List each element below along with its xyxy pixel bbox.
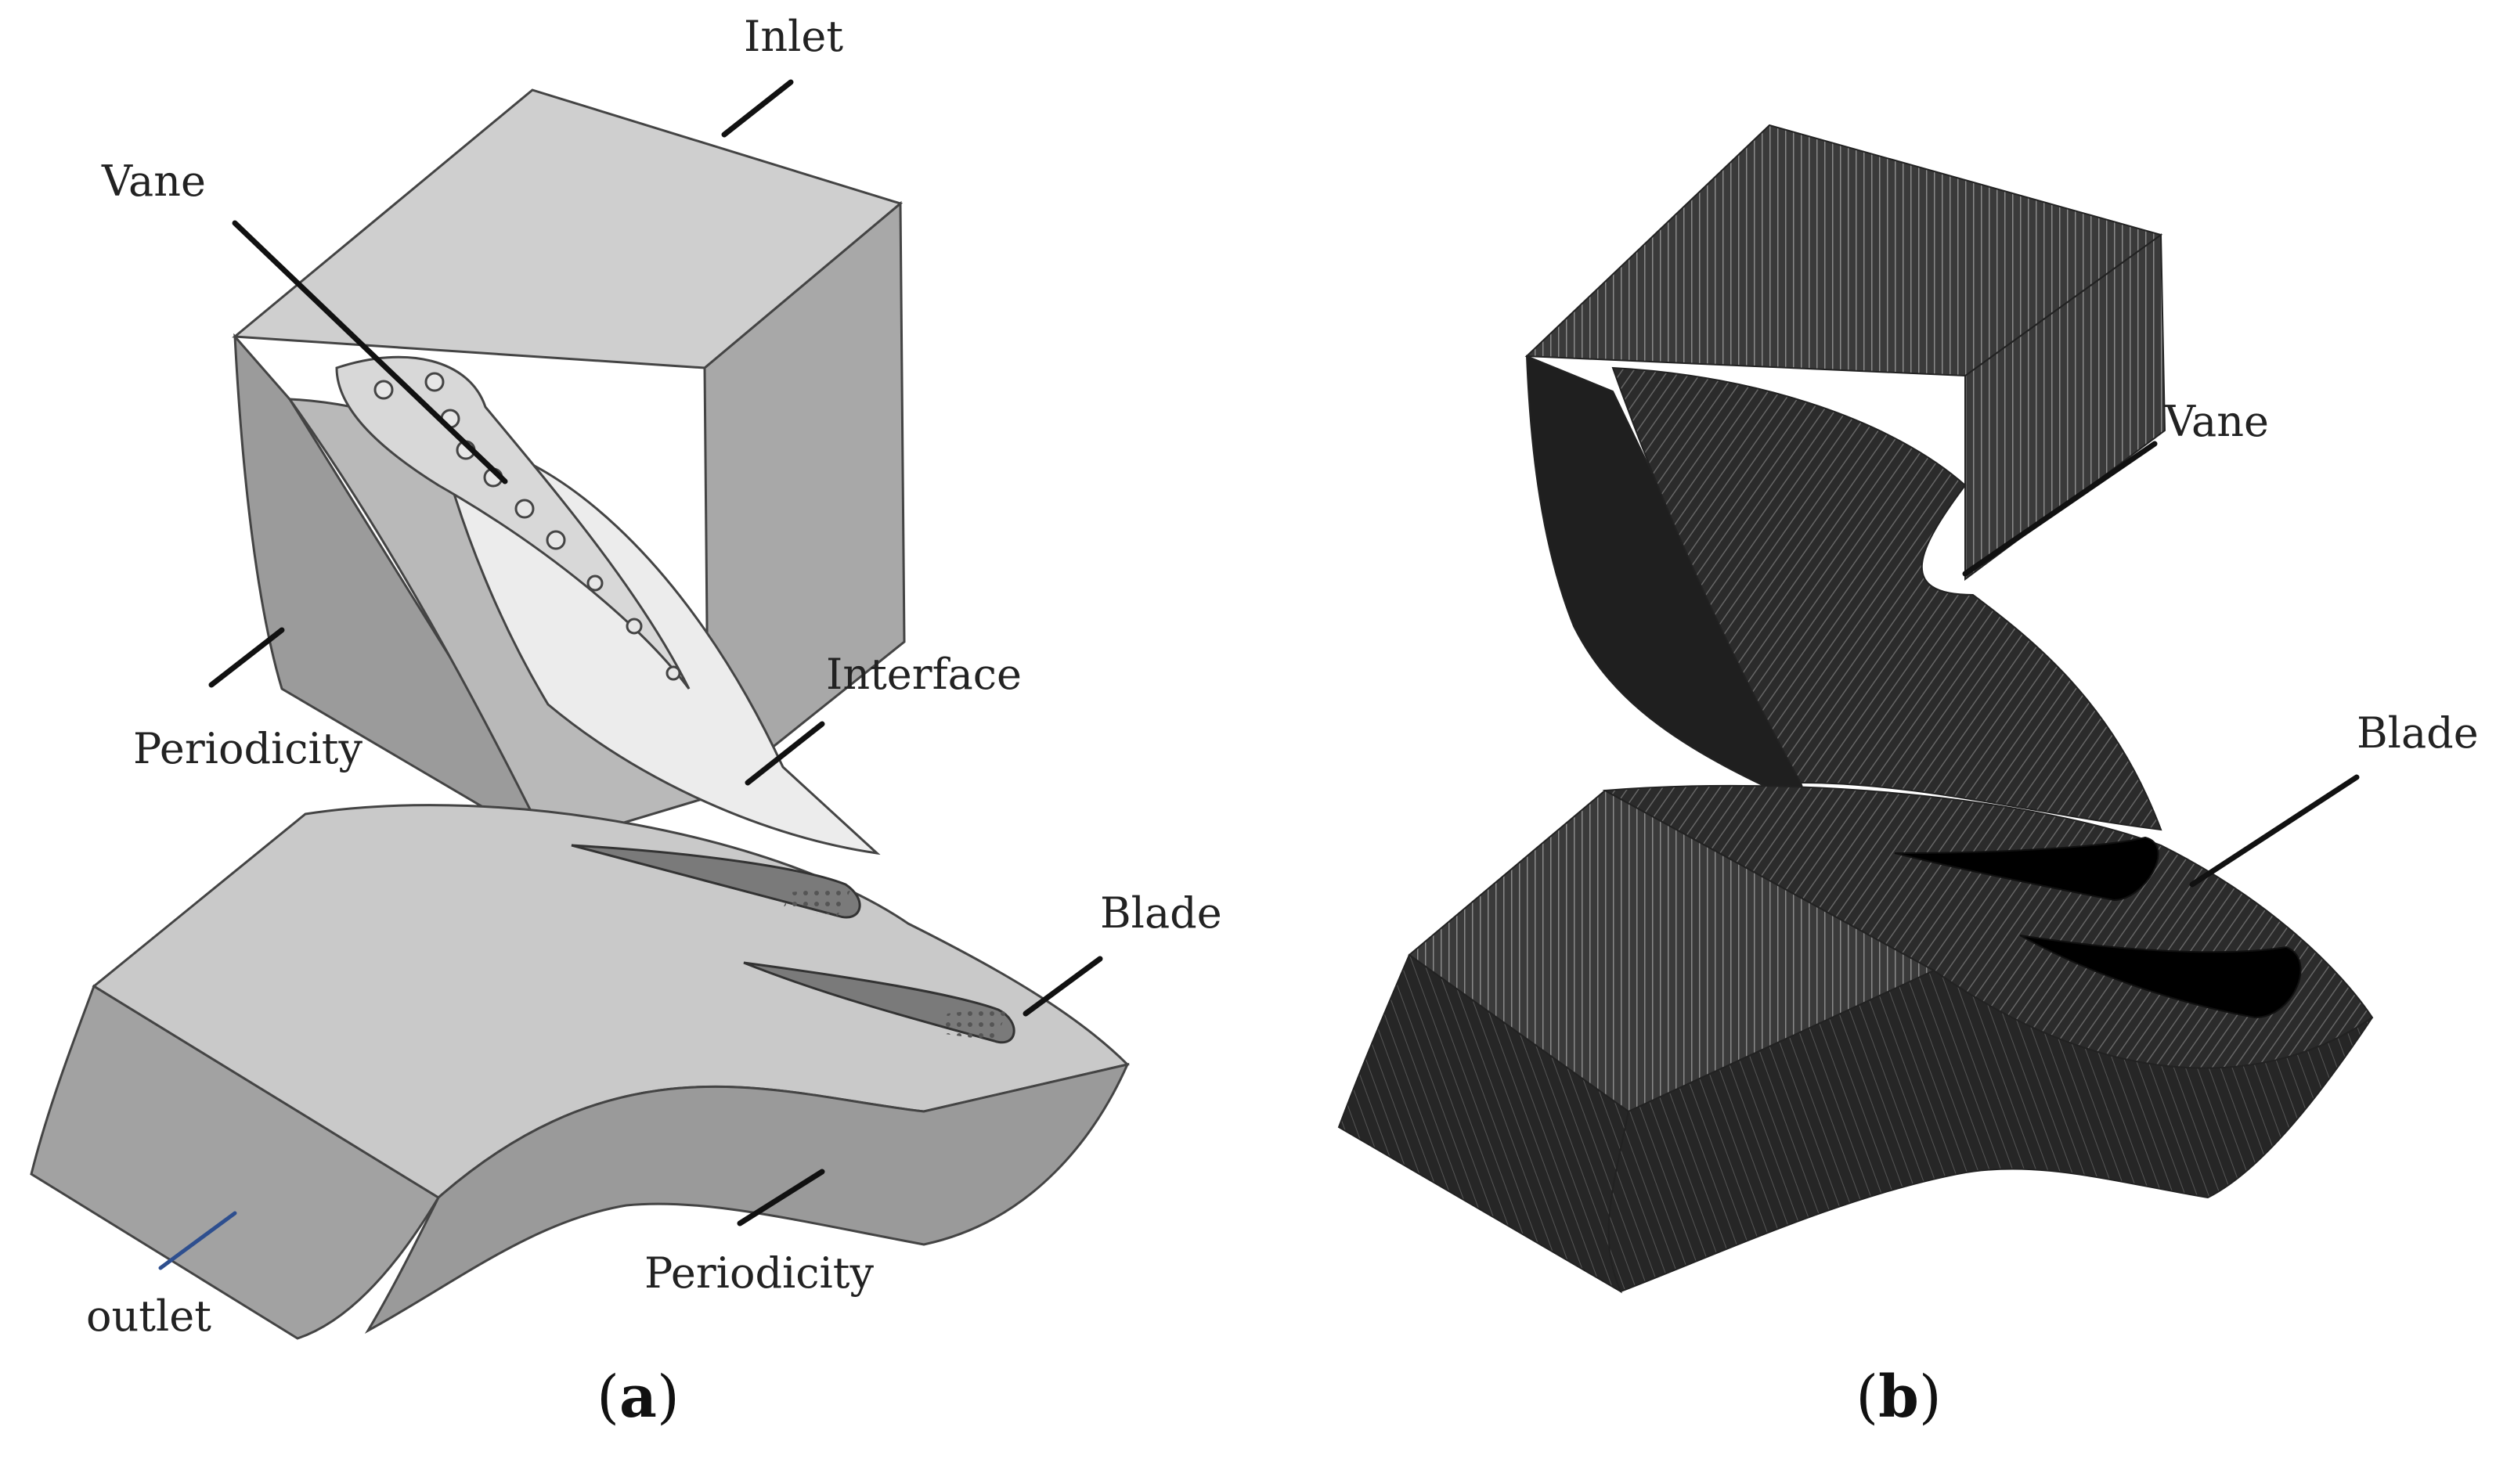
inlet-face — [232, 88, 904, 369]
blade-label-a: Blade — [1100, 888, 1222, 938]
outlet-face — [30, 984, 441, 1340]
panel-b-leaders — [1962, 441, 2360, 888]
vane-label-a: Vane — [101, 157, 206, 206]
blade-1-holes — [783, 884, 853, 916]
mesh-blade-periodic-face — [1607, 969, 2373, 1293]
caption-a: (a) — [597, 1363, 680, 1431]
mesh-inlet-face — [1524, 124, 2163, 377]
blade-periodic-face — [364, 1062, 1130, 1334]
periodicity-bottom-label: Periodicity — [644, 1248, 875, 1298]
vane-periodic-face — [233, 333, 550, 848]
vane-cooling-holes — [373, 372, 681, 681]
blade-label-b: Blade — [2357, 708, 2479, 758]
mesh-blade-1 — [1894, 836, 2159, 902]
vane-profile — [335, 355, 691, 690]
vane-label-b: Vane — [2164, 397, 2269, 446]
panel-a-geometry — [30, 88, 1130, 1340]
blade-2-holes — [940, 1006, 1010, 1041]
inlet-label: Inlet — [744, 12, 843, 61]
outlet-label: outlet — [86, 1291, 211, 1341]
periodicity-left-label: Periodicity — [133, 724, 363, 773]
interface-label: Interface — [826, 650, 1022, 699]
mesh-vane-region — [1611, 366, 2162, 831]
mesh-blade-2 — [2019, 935, 2302, 1019]
panel-b-mesh — [1337, 124, 2374, 1294]
panel-a-leaders — [158, 79, 1103, 1270]
mesh-vane-periodic-face — [1525, 355, 1810, 808]
caption-b: (b) — [1856, 1363, 1942, 1431]
